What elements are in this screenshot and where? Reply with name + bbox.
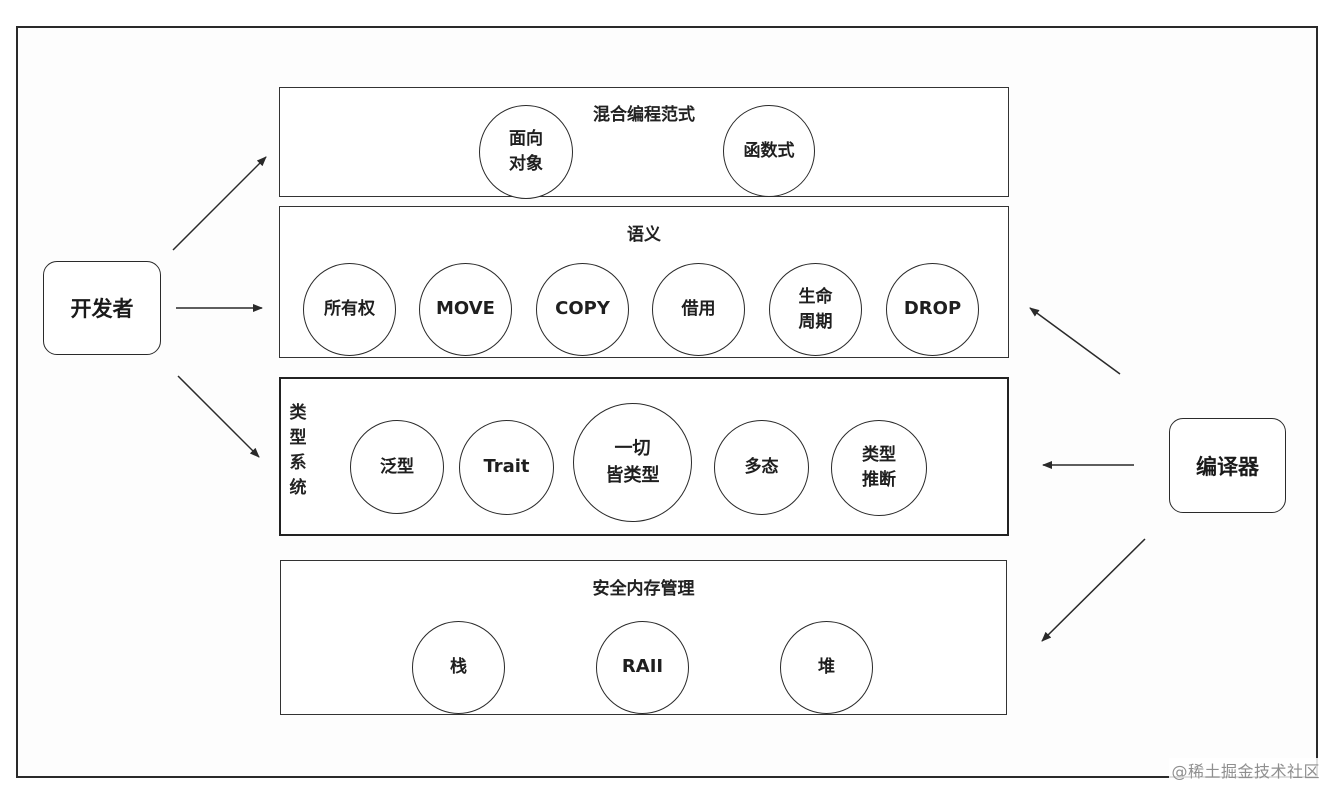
developer-label: 开发者 (70, 297, 134, 321)
type-item-polymorphism: 多态 (714, 420, 809, 515)
arrow-developer-to-type-system (177, 375, 260, 458)
memory-item-stack: 栈 (412, 621, 505, 714)
memory-item-heap: 堆 (780, 621, 873, 714)
type-system-panel: 类型系统 泛型 Trait 一切 皆类型 多态 类型 推断 (279, 377, 1009, 536)
compiler-box: 编译器 (1169, 418, 1286, 513)
type-item-inference: 类型 推断 (831, 420, 927, 516)
type-system-title: 类型系统 (289, 403, 307, 498)
watermark: @稀土掘金技术社区 (1169, 758, 1322, 782)
paradigm-panel: 混合编程范式 面向 对象 函数式 (279, 87, 1009, 199)
semantics-panel: 语义 所有权 MOVE COPY 借用 生命 周期 DROP (279, 206, 1009, 358)
type-item-trait: Trait (459, 420, 554, 515)
arrow-compiler-to-memory (1041, 538, 1146, 642)
arrow-developer-to-paradigm (172, 156, 267, 251)
paradigm-item-oop: 面向 对象 (479, 105, 573, 199)
semantics-item-lifetime: 生命 周期 (769, 263, 862, 356)
memory-panel: 安全内存管理 栈 RAII 堆 (280, 560, 1007, 715)
semantics-item-copy: COPY (536, 263, 629, 356)
compiler-label: 编译器 (1196, 454, 1259, 479)
arrow-compiler-to-semantics (1029, 307, 1121, 375)
memory-item-raii: RAII (596, 621, 689, 714)
semantics-item-drop: DROP (886, 263, 979, 356)
paradigm-title: 混合编程范式 (593, 105, 695, 125)
developer-box: 开发者 (43, 261, 161, 355)
semantics-item-move: MOVE (419, 263, 512, 356)
paradigm-item-functional: 函数式 (723, 105, 815, 197)
semantics-title: 语义 (627, 225, 661, 245)
type-item-generics: 泛型 (350, 420, 444, 514)
memory-title: 安全内存管理 (592, 579, 695, 599)
semantics-item-ownership: 所有权 (303, 263, 396, 356)
type-item-everything-is-type: 一切 皆类型 (573, 403, 692, 522)
semantics-item-borrow: 借用 (652, 263, 745, 356)
